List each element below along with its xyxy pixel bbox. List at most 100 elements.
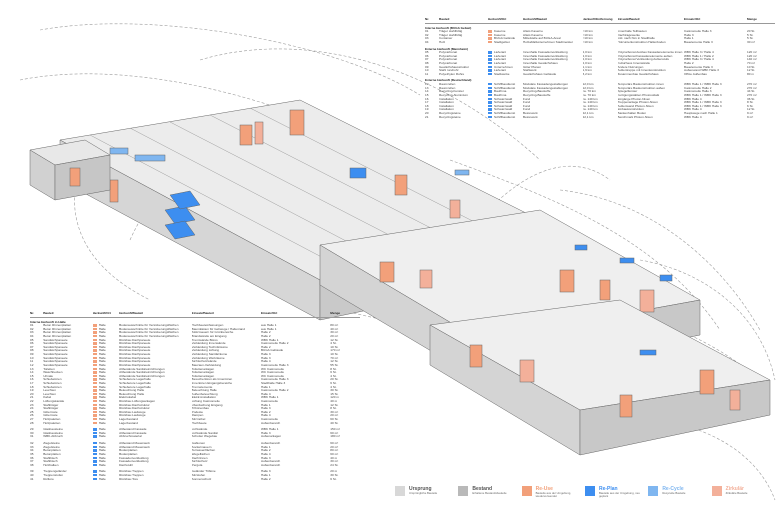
top-table-cell: 14 xyxy=(425,90,429,94)
bottom-table-cell-text: Halle xyxy=(98,374,106,378)
bottom-table-cell: Halle xyxy=(92,374,119,379)
bottom-table-cell: 15 xyxy=(30,374,34,378)
top-table-cell: Recyclingsteine xyxy=(439,111,461,115)
origin-swatch xyxy=(488,69,492,72)
bottom-table-cell-text: Halle xyxy=(98,470,106,474)
bottom-table-cell-text: Halle xyxy=(98,407,106,411)
legend-swatch xyxy=(711,486,722,496)
top-table-cell: Gewächshaus Gebäude xyxy=(523,72,557,76)
origin-swatch xyxy=(92,335,97,338)
building-left-annex xyxy=(29,139,111,201)
building-hall-lower xyxy=(429,299,771,456)
bottom-table-cell: WC Casinomeile xyxy=(260,374,285,378)
top-table-cell: Recyclingsteine xyxy=(439,115,461,119)
bottom-table-cell: Toilettenanlagen xyxy=(191,371,215,375)
origin-swatch xyxy=(488,33,492,37)
bottom-table-cell: Halle xyxy=(92,410,119,415)
top-table-cell-text: Schiffbaudienst xyxy=(494,111,516,115)
bottom-table-cell: 32 xyxy=(30,442,34,446)
top-table-cell: 12,0 km xyxy=(582,83,594,87)
bottom-table-cell: Altbestand Mauerwerk xyxy=(119,445,150,449)
bottom-table-cell: Überdachung Eingang xyxy=(191,403,223,407)
origin-swatch xyxy=(92,399,97,403)
origin-swatch xyxy=(92,378,97,381)
top-table-cell: 16 xyxy=(425,97,429,101)
top-col-header: Bauteil xyxy=(439,18,450,21)
top-table-cell: Schwarzwald xyxy=(488,101,523,105)
bottom-table-cell: Bodenausschnitte für Versickerungsfläche… xyxy=(119,324,179,328)
top-table-cell: 15 xyxy=(425,93,429,97)
origin-swatch xyxy=(92,324,97,327)
top-table-cell-text: Stadtgebiet xyxy=(494,41,510,45)
origin-swatch xyxy=(92,356,97,360)
bottom-table-cell: 70 m² xyxy=(330,356,339,360)
top-table-cell: Träger stahlfüßig xyxy=(439,33,463,37)
bottom-table-cell: Stahlblech xyxy=(43,456,58,460)
top-table-cell: Schwarzwald xyxy=(488,104,523,109)
origin-swatch xyxy=(92,414,97,417)
top-table-cell: 11 xyxy=(425,72,429,76)
legend-title: Zirkulär xyxy=(725,486,744,492)
bottom-table-cell: 4 St. xyxy=(330,374,337,378)
bottom-table-cell: 30 m² xyxy=(330,460,339,464)
bottom-table-cell: 36 xyxy=(30,456,34,460)
bottom-table-cell: Rückbau Treppen xyxy=(119,470,144,474)
bottom-table-cell: aus Halle 1 xyxy=(260,327,277,331)
top-table-cell: WBK Halle 4 xyxy=(684,115,702,119)
top-table-cell: Recycling-Baustoffe xyxy=(523,90,551,94)
top-table-cell: Innenhalle Fassadenverkleidung xyxy=(523,58,568,62)
top-table-cell: Raumzellen xyxy=(439,83,456,87)
legend-swatch xyxy=(395,486,405,496)
legend-swatch xyxy=(458,486,469,496)
bottom-table-cell: 29 xyxy=(30,428,34,432)
bottom-table-cell-text: Halle xyxy=(98,389,106,393)
bottom-table-cell: Holzbalken xyxy=(43,463,59,467)
bottom-table-cell: 20 St. xyxy=(330,378,339,382)
top-table-cell: ca. 70 km xyxy=(582,90,596,94)
top-table-cell: Betonwerk xyxy=(523,111,538,115)
top-table-cell: Mittelstelle auf BUGA-Areal xyxy=(523,37,561,41)
top-table-cell: Bauelemente Halle 3 xyxy=(684,41,713,45)
bottom-table-cell: 24 St. xyxy=(330,463,339,467)
bottom-table-cell: Halle xyxy=(92,421,119,426)
top-table-cell: Recycling-Fenster xyxy=(439,90,464,94)
bottom-table-cell: Halle 3 xyxy=(260,407,271,411)
top-table-cell: Schiffbaudienst xyxy=(488,83,523,87)
origin-swatch xyxy=(92,460,97,463)
bottom-table-cell: Halle xyxy=(92,403,119,408)
top-table-cell: Polycarbonat Fassadenelemente außen xyxy=(617,54,673,58)
bottom-table-cell: Lüftungskanäle xyxy=(43,399,65,403)
bottom-table-cell: Innentüren Eingangsbereiche xyxy=(191,381,233,385)
origin-swatch xyxy=(92,463,97,467)
top-table-cell: 17 xyxy=(425,101,429,105)
bottom-table-cell: Halle xyxy=(92,442,119,446)
bottom-table-cell: Bodenplatten xyxy=(119,452,138,456)
origin-swatch xyxy=(92,327,97,331)
bottom-table-cell: Beton Rinnenplatten xyxy=(43,331,72,335)
top-table-cell: Bauelemente Halle 3 xyxy=(684,65,713,69)
bottom-table-cell: 80 m² xyxy=(330,324,339,328)
bottom-table-cell: 150 m² xyxy=(330,428,340,432)
top-table-cell: Recycling-Aluminium xyxy=(439,93,468,97)
bottom-table-cell: Rückbau Dachpaneele xyxy=(119,349,151,353)
top-table-cell: 13 xyxy=(425,86,429,90)
origin-swatch xyxy=(488,83,492,86)
bottom-table-cell: 10 St. xyxy=(330,353,339,357)
bottom-table-cell: BUGA Gebäude xyxy=(260,349,284,353)
bottom-table-cell: Altbestände Sanitäreinrichtungen xyxy=(119,371,165,375)
top-table-cell: Unternehmen xyxy=(488,65,523,70)
bottom-table-cell: 40 m xyxy=(330,456,338,460)
bottom-table-cell: Halle xyxy=(92,392,119,397)
bottom-table-cell: Beleuchtung Halle xyxy=(119,392,145,396)
bottom-table-cell: Besuchertüren als Innentüren xyxy=(191,378,233,382)
bottom-table-cell: Außenbereich xyxy=(260,421,281,425)
